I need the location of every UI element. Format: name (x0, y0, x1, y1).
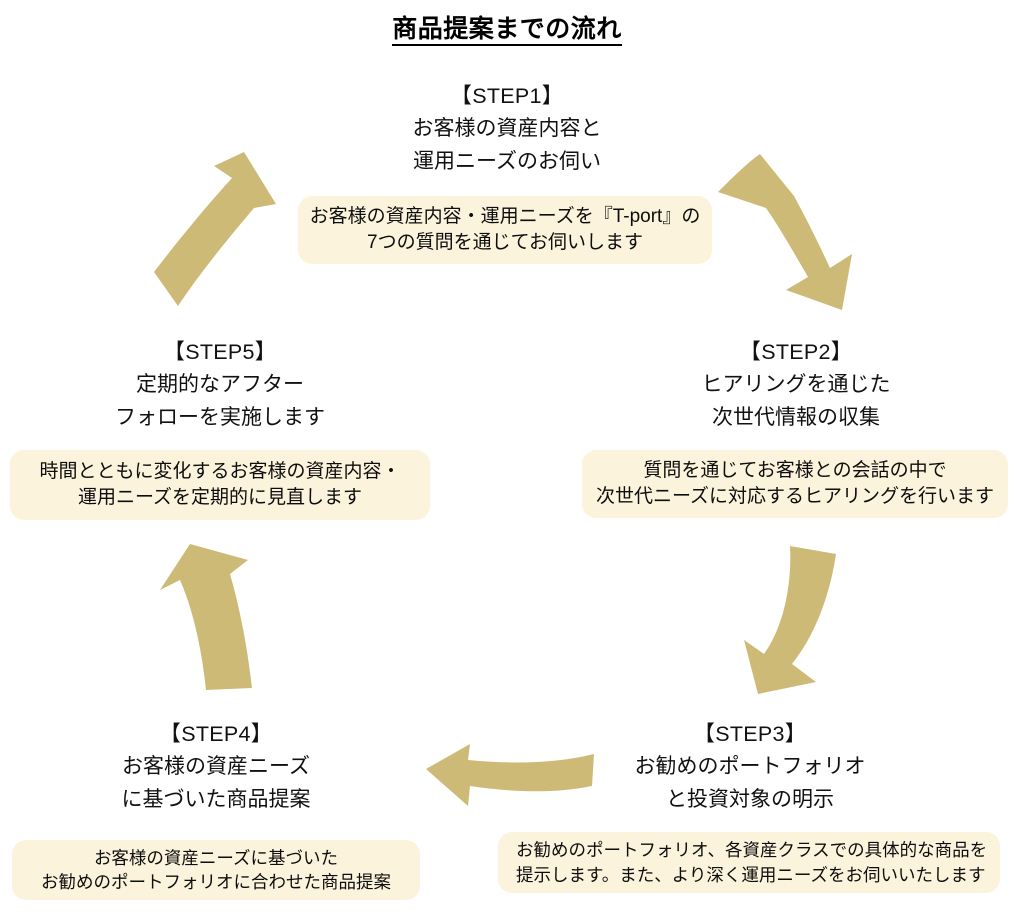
step1-callout-line-1: お客様の資産内容・運用ニーズを『T-port』の (309, 205, 701, 227)
step1-heading-group: 【STEP1】 お客様の資産内容と 運用ニーズのお伺い (330, 80, 684, 178)
step4-heading-line-1: お客様の資産ニーズ (122, 755, 310, 779)
curved-arrow-down-right-icon (718, 154, 852, 310)
arrow-step2-to-step3 (738, 542, 853, 697)
arrow-step1-to-step2 (714, 150, 864, 310)
step3-label: 【STEP3】 (693, 722, 807, 746)
step5-heading-line-2: フォローを実施します (115, 405, 325, 429)
step4-heading-group: 【STEP4】 お客様の資産ニーズ に基づいた商品提案 (36, 718, 396, 816)
step5-callout-line-2: 運用ニーズを定期的に見直します (77, 487, 363, 508)
step1-heading-line-1: お客様の資産内容と (412, 117, 602, 141)
step1-callout-line-2: 7つの質問を通じてお伺いします (367, 232, 643, 253)
step3-callout-line-2: 提示します。また、より深く運用ニーズをお伺いいたします (516, 864, 986, 885)
arrow-step5-to-step1 (152, 150, 300, 308)
step1-label: 【STEP1】 (450, 84, 564, 108)
step1-heading-line-2: 運用ニーズのお伺い (413, 149, 601, 173)
step3-heading-line-1: お勧めのポートフォリオ (634, 755, 866, 779)
step2-callout-line-1: 質問を通じてお客様との会話の中で (643, 459, 947, 481)
step5-heading-line-1: 定期的なアフター (136, 373, 304, 397)
step2-heading-line-2: 次世代情報の収集 (712, 405, 880, 429)
step5-label: 【STEP5】 (163, 340, 277, 364)
step2-callout: 質問を通じてお客様との会話の中で 次世代ニーズに対応するヒアリングを行います (582, 450, 1008, 518)
step2-heading-group: 【STEP2】 ヒアリングを通じた 次世代情報の収集 (618, 336, 974, 434)
step2-label: 【STEP2】 (739, 340, 853, 364)
step4-callout: お客様の資産ニーズに基づいた お勧めのポートフォリオに合わせた商品提案 (12, 840, 420, 900)
curved-arrow-down-left-icon (744, 546, 836, 694)
step3-heading-group: 【STEP3】 お勧めのポートフォリオ と投資対象の明示 (570, 718, 930, 816)
step2-heading-line-1: ヒアリングを通じた (701, 373, 891, 397)
arrow-step4-to-step5 (144, 540, 256, 692)
step1-callout: お客様の資産内容・運用ニーズを『T-port』の 7つの質問を通じてお伺いします (298, 196, 712, 264)
arrow-step3-to-step4 (424, 742, 596, 808)
curved-arrow-up-icon (160, 544, 252, 690)
page-title: 商品提案までの流れ (0, 14, 1014, 46)
step3-callout-line-1: お勧めのポートフォリオ、各資産クラスでの具体的な商品を (516, 840, 988, 861)
step3-heading-line-2: と投資対象の明示 (666, 787, 834, 811)
page-title-text: 商品提案までの流れ (392, 15, 622, 46)
step4-callout-line-1: お客様の資産ニーズに基づいた (93, 847, 339, 868)
curved-arrow-up-right-icon (154, 152, 276, 306)
step2-callout-line-2: 次世代ニーズに対応するヒアリングを行います (595, 486, 995, 507)
step4-heading-line-2: に基づいた商品提案 (121, 787, 311, 811)
curved-arrow-left-icon (426, 744, 594, 806)
step3-callout: お勧めのポートフォリオ、各資産クラスでの具体的な商品を 提示します。また、より深… (498, 832, 1000, 893)
step5-callout-line-1: 時間とともに変化するお客様の資産内容・ (39, 460, 401, 482)
step4-label: 【STEP4】 (159, 722, 273, 746)
step5-callout: 時間とともに変化するお客様の資産内容・ 運用ニーズを定期的に見直します (10, 450, 430, 520)
step4-callout-line-2: お勧めのポートフォリオに合わせた商品提案 (41, 872, 391, 892)
step5-heading-group: 【STEP5】 定期的なアフター フォローを実施します (40, 336, 400, 434)
